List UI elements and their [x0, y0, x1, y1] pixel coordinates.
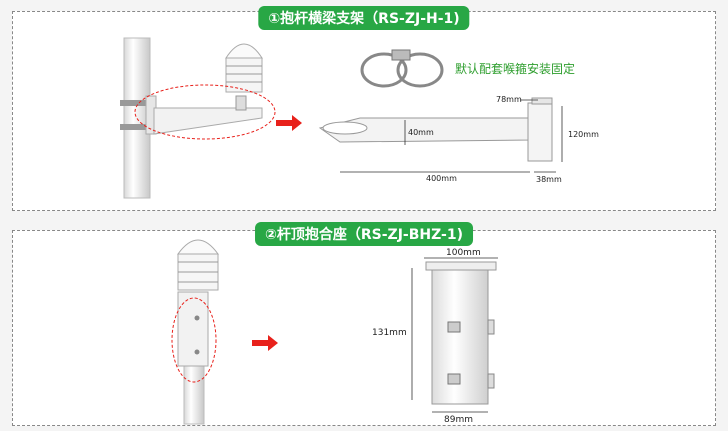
- dim-100mm: 100mm: [446, 248, 481, 258]
- section1-title: ①抱杆横梁支架（RS-ZJ-H-1): [258, 6, 470, 30]
- dim-120mm: 120mm: [568, 130, 599, 139]
- dim-38mm: 38mm: [536, 175, 562, 184]
- dim-89mm: 89mm: [444, 415, 473, 425]
- pole-top-mount-dimension-drawing: [411, 257, 498, 413]
- default-hose-clamp-note: 默认配套喉箍安装固定: [455, 62, 576, 76]
- arrow-right-icon-2: [252, 335, 278, 351]
- pole-crossarm-photo: [120, 37, 276, 199]
- dim-40mm: 40mm: [408, 128, 434, 137]
- dim-131mm: 131mm: [372, 328, 407, 338]
- section-pole-top-mount: ②杆顶抱合座（RS-ZJ-BHZ-1): [12, 222, 716, 426]
- pole-top-sensor-photo: [171, 239, 219, 425]
- arrow-right-icon: [276, 115, 302, 131]
- dim-78mm: 78mm: [496, 95, 522, 104]
- hose-clamps-illustration: [360, 49, 444, 88]
- crossarm-dimension-drawing: [318, 97, 563, 173]
- dim-400mm: 400mm: [426, 174, 457, 183]
- section2-title: ②杆顶抱合座（RS-ZJ-BHZ-1): [255, 222, 473, 246]
